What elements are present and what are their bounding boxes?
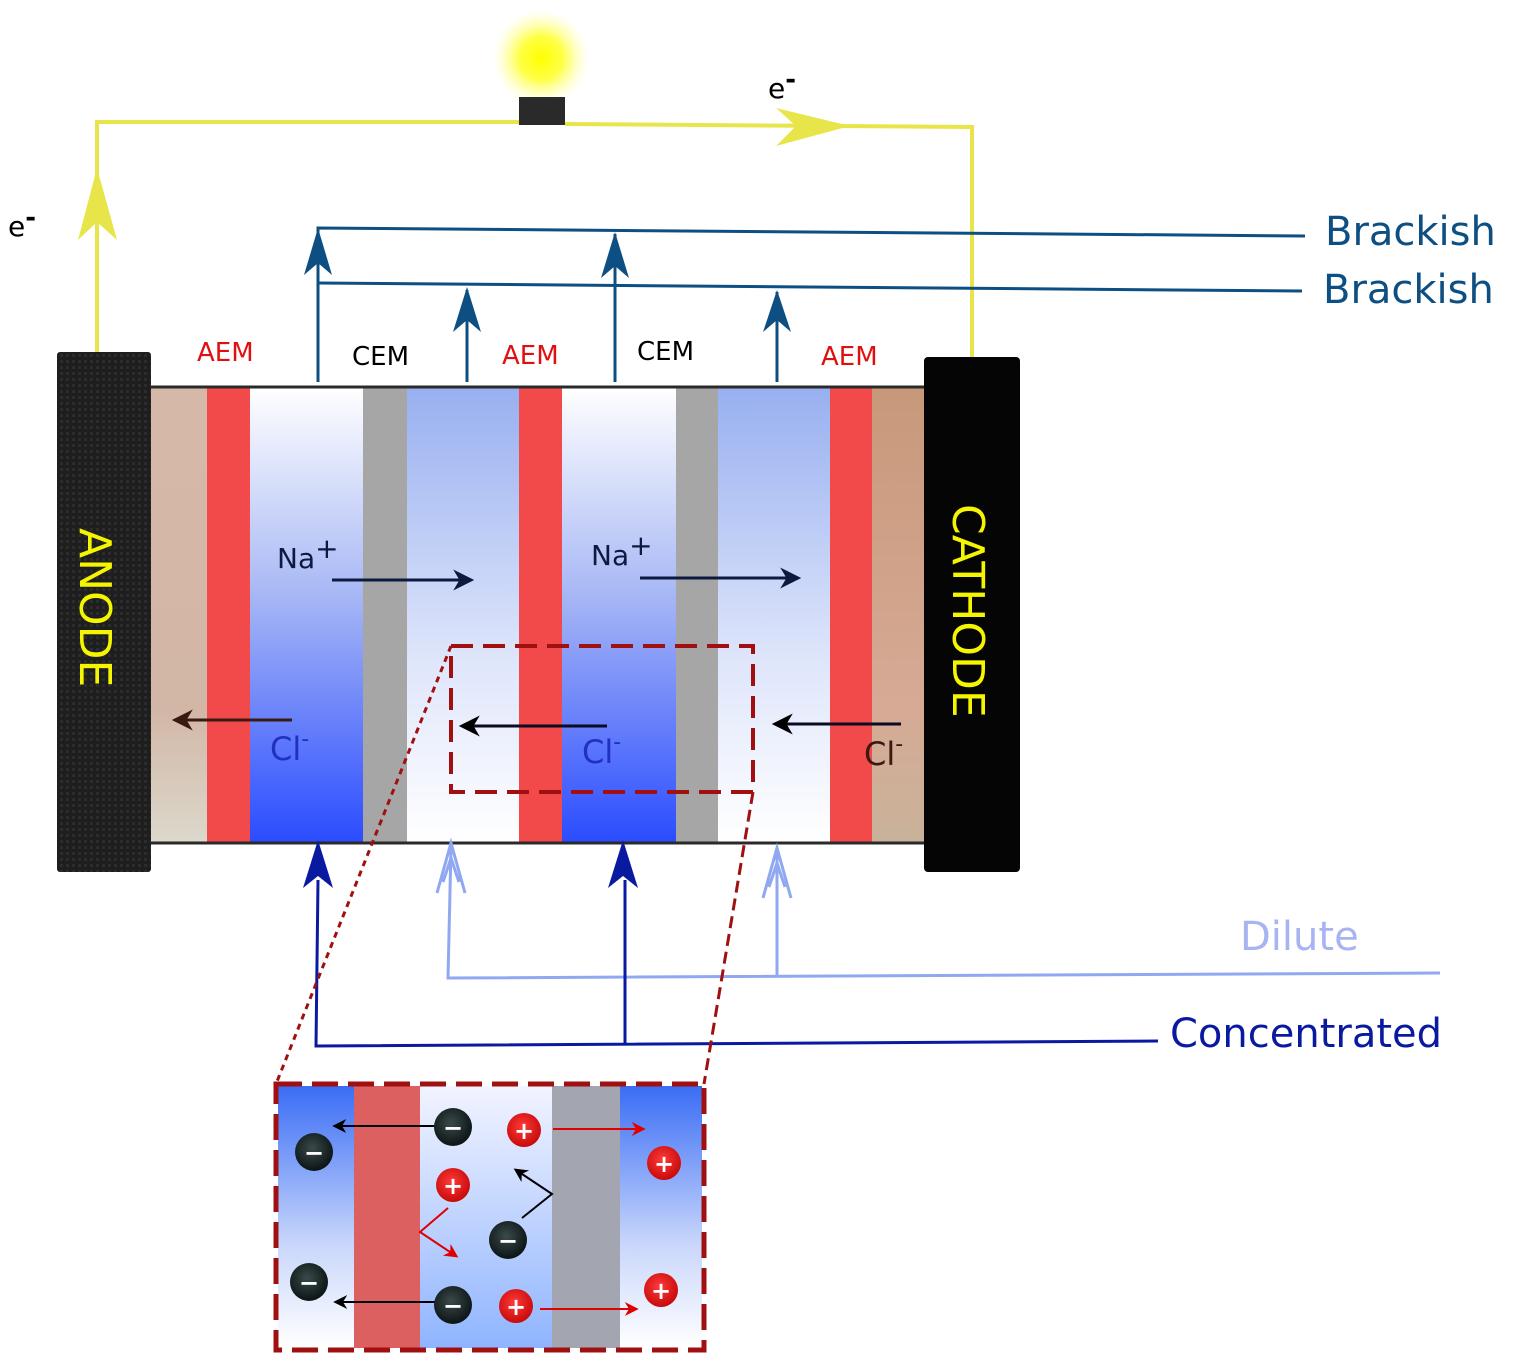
brackish-arrow-3 xyxy=(601,232,629,278)
anode-compartment xyxy=(150,388,208,843)
aem-label-1: AEM xyxy=(197,338,254,368)
zoom-connector-right xyxy=(702,791,755,1085)
inset-anion-rejected-arrow xyxy=(513,1168,554,1219)
aem-membrane-1 xyxy=(207,388,250,843)
dilute-inlets xyxy=(435,837,1441,980)
light-bulb-glow xyxy=(493,10,589,106)
inset-anion: − xyxy=(489,1221,527,1259)
electron-flow-arrow-top xyxy=(776,108,850,146)
concentrated-arrow-1 xyxy=(303,840,333,888)
cathode-label: CATHODE xyxy=(942,504,993,718)
external-circuit xyxy=(78,10,974,358)
electron-flow-arrow-left xyxy=(78,168,117,240)
concentrated-line xyxy=(314,879,1159,1048)
inset-anion: − xyxy=(434,1108,472,1146)
svg-text:+: + xyxy=(651,1277,671,1305)
svg-text:−: − xyxy=(304,1139,324,1167)
inset-cation: + xyxy=(647,1146,681,1180)
dilute-arrow-2 xyxy=(761,842,793,899)
circuit-wire-right xyxy=(564,122,974,358)
light-bulb-base xyxy=(519,97,565,125)
concentrated-inlets xyxy=(314,879,1159,1048)
cem-label-1: CEM xyxy=(352,342,409,372)
concentrated-compartment-2 xyxy=(562,388,677,843)
cem-membrane-1 xyxy=(363,388,407,843)
cell-stack xyxy=(150,385,928,845)
concentrated-label: Concentrated xyxy=(1170,1011,1442,1057)
chloride-label-1: Cl- xyxy=(270,727,309,768)
dilute-line xyxy=(446,847,1441,980)
inset-anion: − xyxy=(290,1263,328,1301)
circuit-wire xyxy=(95,120,519,352)
brackish-arrow-4 xyxy=(763,290,791,332)
brackish-label-2: Brackish xyxy=(1323,267,1494,313)
svg-text:−: − xyxy=(498,1227,518,1255)
brackish-arrow-2 xyxy=(453,287,481,332)
cem-label-2: CEM xyxy=(637,337,694,367)
svg-text:−: − xyxy=(443,1114,463,1142)
inset-anion: − xyxy=(434,1286,472,1324)
cathode-electrode xyxy=(924,357,1020,872)
zoom-connector-left xyxy=(274,645,453,1085)
svg-text:+: + xyxy=(443,1172,463,1200)
dilute-compartment-2 xyxy=(717,388,830,843)
dilute-label: Dilute xyxy=(1240,914,1359,960)
inset-cation-rejected-arrow xyxy=(418,1207,459,1258)
concentrated-arrowheads xyxy=(303,840,638,888)
svg-text:+: + xyxy=(514,1117,534,1145)
concentrated-compartment-1 xyxy=(250,388,365,843)
svg-text:+: + xyxy=(654,1150,674,1178)
chloride-label-2: Cl- xyxy=(582,730,621,771)
aem-membrane-2 xyxy=(519,388,562,843)
svg-text:−: − xyxy=(443,1292,463,1320)
concentrated-arrow-2 xyxy=(608,840,638,888)
electron-label-left: e- xyxy=(8,203,36,243)
dilute-arrow-1 xyxy=(435,837,467,894)
inset-cation: + xyxy=(499,1289,533,1323)
chloride-label-3: Cl- xyxy=(864,732,903,773)
brackish-arrowheads xyxy=(304,228,791,332)
inset-aem xyxy=(354,1086,420,1348)
inset-cation: + xyxy=(507,1113,541,1147)
anode-label: ANODE xyxy=(69,528,120,687)
inset-anion: − xyxy=(295,1133,333,1171)
brackish-line-2 xyxy=(317,281,1303,293)
zoom-inset: − − − − − + + + xyxy=(273,1081,707,1353)
inset-frame xyxy=(273,1081,707,1353)
svg-text:−: − xyxy=(299,1269,319,1297)
brackish-arrow-1 xyxy=(304,228,332,275)
electron-label-top: e- xyxy=(768,65,796,105)
sodium-label-2: Na+ xyxy=(591,529,653,572)
aem-label-2: AEM xyxy=(502,341,559,371)
inset-cation: + xyxy=(644,1273,678,1307)
svg-text:+: + xyxy=(506,1293,526,1321)
dilute-compartment-1 xyxy=(405,388,520,843)
inset-cation: + xyxy=(436,1168,470,1202)
cem-membrane-2 xyxy=(676,388,718,843)
aem-membrane-3 xyxy=(830,388,872,843)
aem-label-3: AEM xyxy=(821,342,878,372)
sodium-label-1: Na+ xyxy=(277,532,339,575)
brackish-label-1: Brackish xyxy=(1325,209,1496,255)
anode-electrode xyxy=(57,352,151,872)
cathode-compartment xyxy=(870,388,928,843)
